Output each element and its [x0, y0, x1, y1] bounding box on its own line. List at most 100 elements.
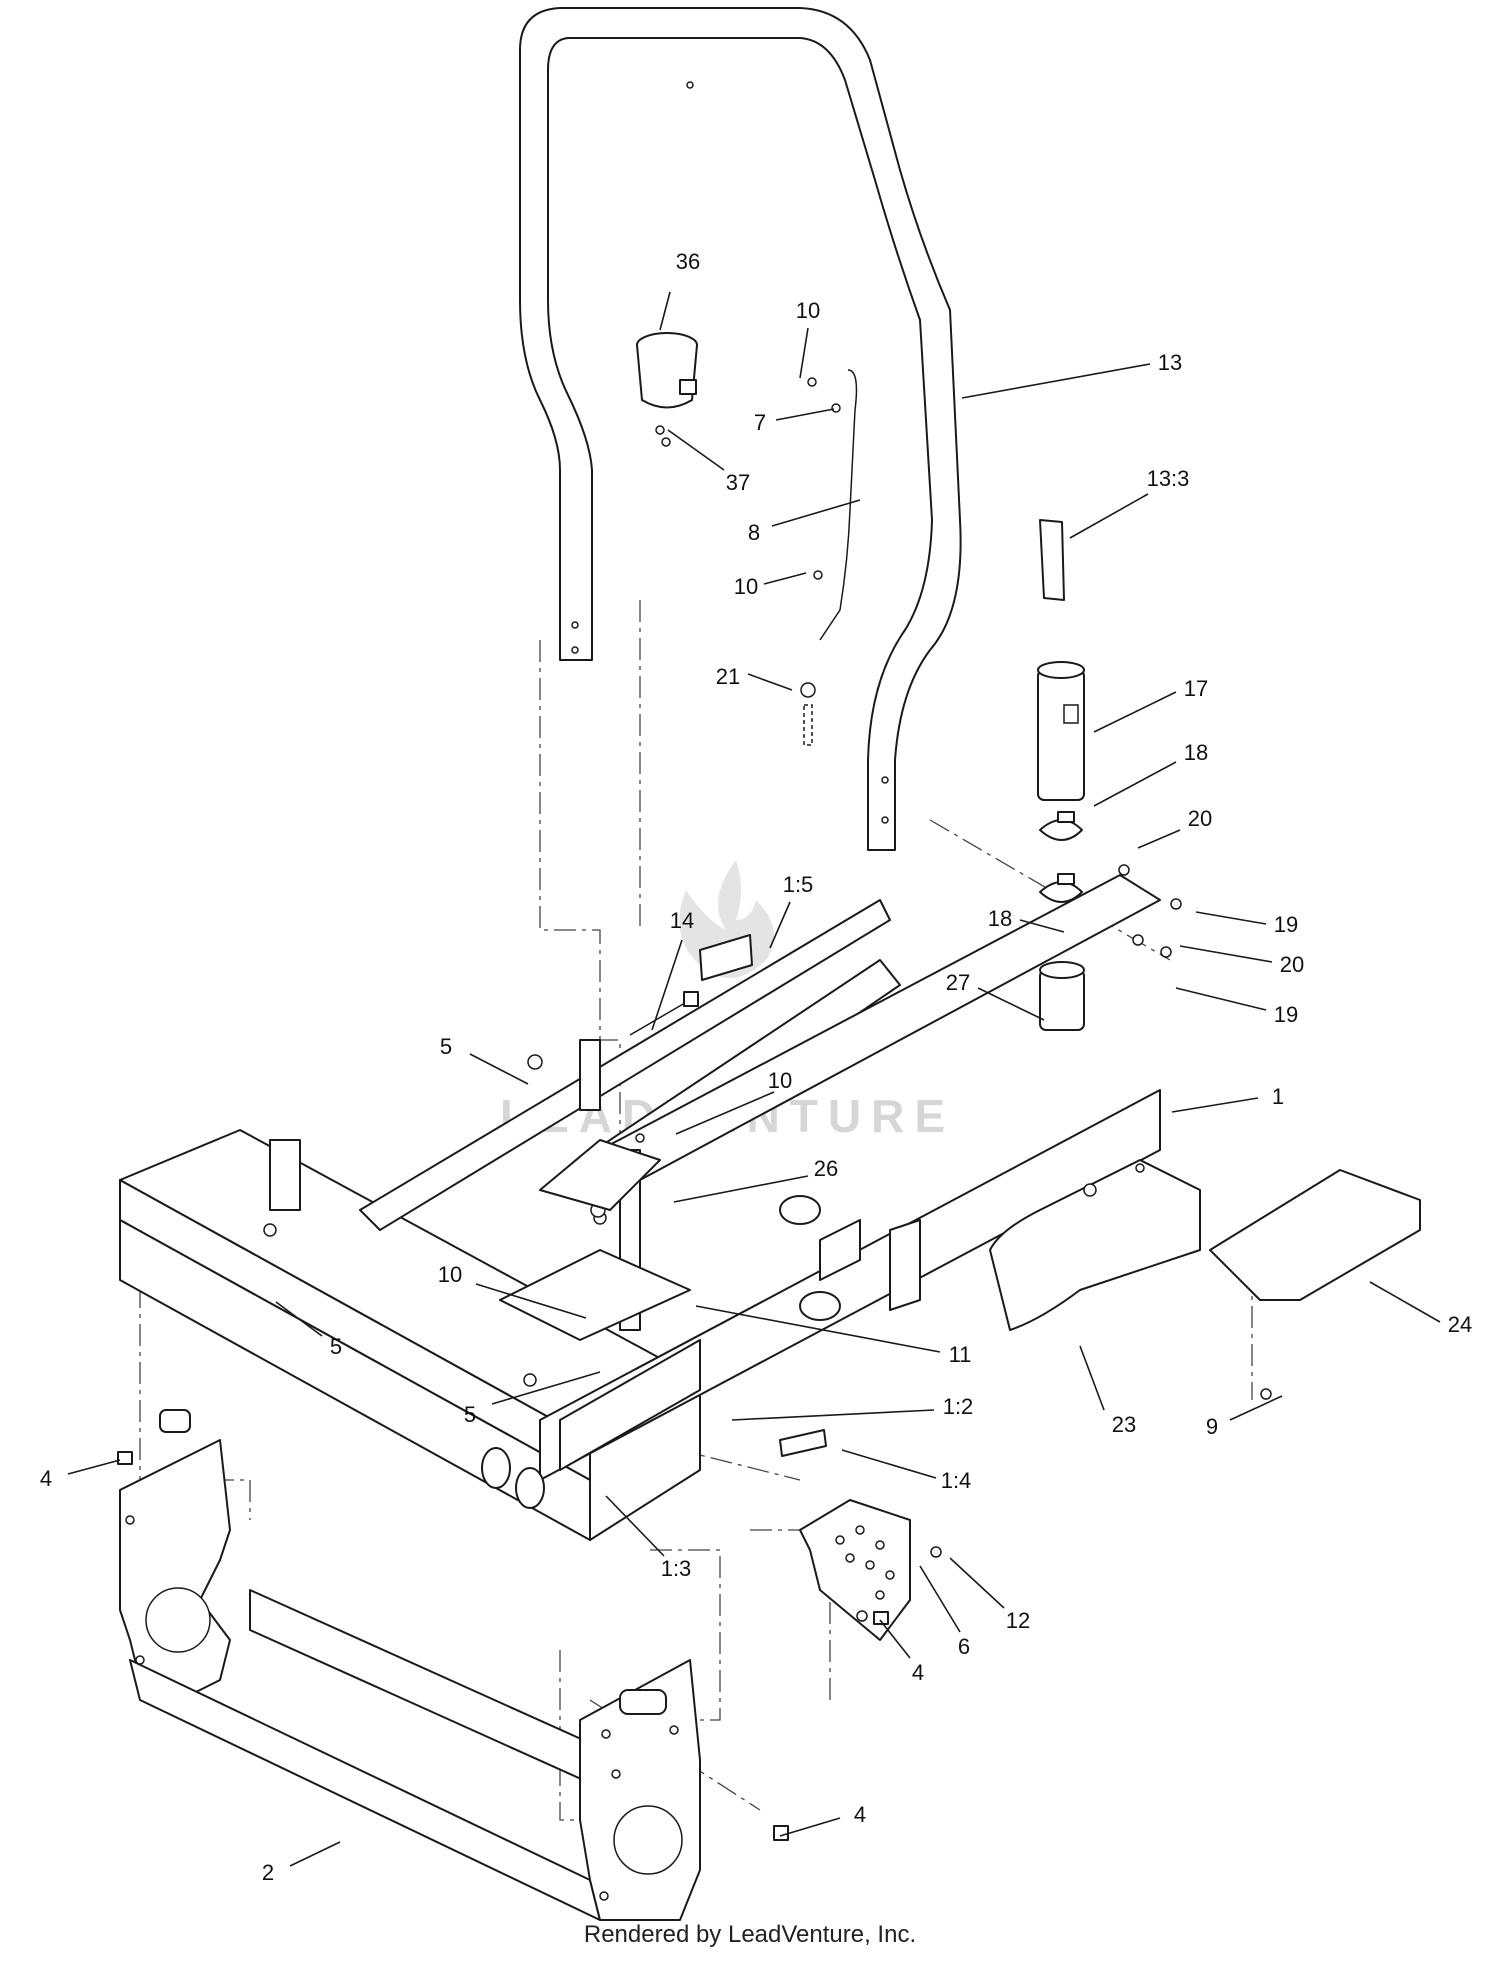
leader-line [475, 1283, 587, 1319]
leader-line [695, 1305, 941, 1353]
callout-label: 13:3 [1147, 466, 1190, 491]
callout-label: 27 [946, 970, 970, 995]
step-plate-6 [799, 1499, 942, 1641]
callout-19: 19 [1195, 911, 1298, 937]
callout-24: 24 [1369, 1281, 1472, 1337]
plate-26 [539, 1139, 661, 1211]
callout-label: 10 [734, 574, 758, 599]
decal-1-4 [779, 1429, 827, 1457]
leader-line [605, 1495, 665, 1557]
latch-rod [800, 369, 858, 746]
callout-label: 1 [1272, 1084, 1284, 1109]
callout-1-4: 1:4 [841, 1449, 972, 1493]
callout-10: 10 [734, 572, 807, 599]
callout-label: 4 [854, 1802, 866, 1827]
callout-label: 21 [716, 664, 740, 689]
callout-label: 18 [1184, 740, 1208, 765]
callout-label: 1:2 [943, 1394, 974, 1419]
callout-1-2: 1:2 [731, 1394, 974, 1421]
callout-label: 20 [1188, 806, 1212, 831]
leader-line [1171, 1097, 1259, 1113]
callout-7: 7 [754, 408, 835, 435]
callout-13-3: 13:3 [1069, 466, 1190, 539]
cup-holder [636, 332, 698, 447]
callout-label: 24 [1448, 1312, 1472, 1337]
bin-23 [989, 1159, 1201, 1331]
leader-line [1179, 945, 1273, 963]
callout-label: 1:4 [941, 1468, 972, 1493]
leader-line [1137, 829, 1181, 849]
leader-line [675, 1091, 775, 1135]
callout-label: 6 [958, 1634, 970, 1659]
rops-hoop [519, 7, 962, 851]
leader-line [779, 1817, 841, 1837]
leader-line [651, 939, 683, 1031]
leader-line [949, 1557, 1005, 1609]
callout-21: 21 [716, 664, 793, 691]
callout-label: 4 [40, 1466, 52, 1491]
leader-line [731, 1409, 935, 1421]
leader-line [763, 572, 807, 585]
callout-label: 13 [1158, 350, 1182, 375]
callout-label: 2 [262, 1860, 274, 1885]
callout-label: 12 [1006, 1608, 1030, 1633]
callout-11: 11 [695, 1305, 971, 1367]
leader-line [1019, 919, 1065, 933]
callout-label: 26 [814, 1156, 838, 1181]
callout-4: 4 [40, 1459, 121, 1491]
callout-label: 36 [676, 249, 700, 274]
callout-label: 10 [438, 1262, 462, 1287]
callout-27: 27 [946, 970, 1045, 1021]
callout-10: 10 [796, 298, 820, 379]
tube-assembly [1037, 661, 1182, 1031]
callout-9: 9 [1206, 1395, 1283, 1439]
callout-label: 5 [440, 1034, 452, 1059]
callout-label: 20 [1280, 952, 1304, 977]
callout-6: 6 [919, 1565, 970, 1659]
leader-line [841, 1449, 937, 1479]
main-frame [119, 874, 1161, 1541]
leader-line [289, 1841, 341, 1867]
callout-label: 7 [754, 410, 766, 435]
callout-20: 20 [1179, 945, 1304, 977]
cover-24 [1209, 1169, 1421, 1400]
callout-label: 37 [726, 470, 750, 495]
callout-1-5: 1:5 [769, 872, 813, 949]
callout-label: 19 [1274, 1002, 1298, 1027]
leader-line [879, 1619, 911, 1659]
callout-13: 13 [961, 350, 1182, 399]
callout-18: 18 [988, 906, 1065, 933]
callout-19: 19 [1175, 987, 1298, 1027]
leader-line [747, 673, 793, 691]
callout-14: 14 [651, 908, 694, 1031]
plate-11 [499, 1249, 691, 1341]
footer-credit: Rendered by LeadVenture, Inc. [583, 1921, 917, 1948]
leader-line [1195, 911, 1267, 925]
callout-label: 9 [1206, 1414, 1218, 1439]
callout-5: 5 [440, 1034, 529, 1085]
callout-4: 4 [779, 1802, 866, 1837]
callout-label: 14 [670, 908, 694, 933]
callout-label: 23 [1112, 1412, 1136, 1437]
callout-label: 10 [796, 298, 820, 323]
callout-label: 18 [988, 906, 1012, 931]
callout-label: 1:3 [661, 1556, 692, 1581]
callout-8: 8 [748, 499, 861, 545]
leader-line [961, 363, 1151, 399]
callout-1-3: 1:3 [605, 1495, 692, 1581]
leader-line [469, 1053, 529, 1085]
leader-line [1093, 761, 1177, 807]
callout-label: 5 [330, 1334, 342, 1359]
callout-26: 26 [673, 1156, 838, 1203]
decal-1-5 [699, 934, 753, 981]
callout-20: 20 [1137, 806, 1212, 849]
callout-12: 12 [949, 1557, 1030, 1633]
leader-line [67, 1459, 121, 1475]
callout-36: 36 [659, 249, 700, 331]
callout-10: 10 [675, 1068, 792, 1135]
callout-5: 5 [464, 1371, 601, 1427]
callout-label: 8 [748, 520, 760, 545]
callout-label: 5 [464, 1402, 476, 1427]
